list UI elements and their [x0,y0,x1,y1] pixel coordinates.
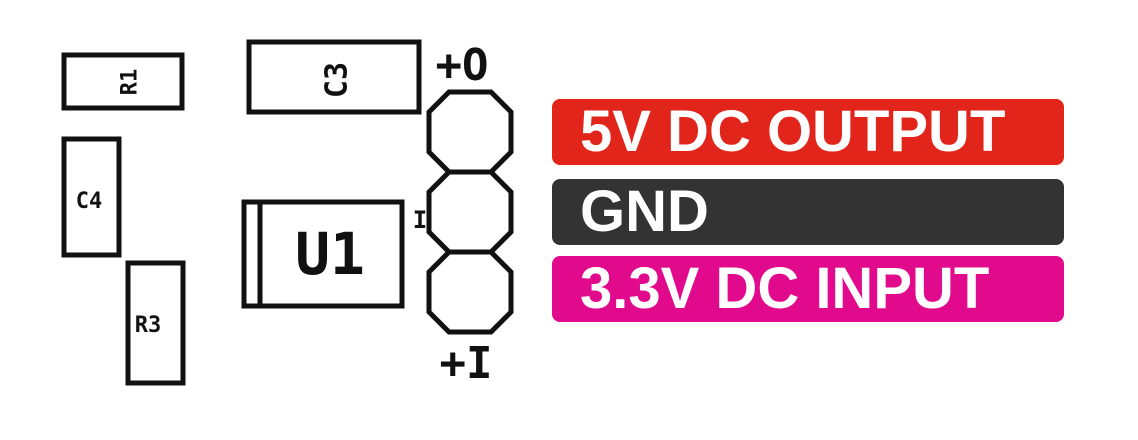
r3-footprint: R3 [125,260,186,386]
c3-label: C3 [320,62,355,98]
input-pin-label: 3.3V DC INPUT [552,256,1064,322]
r1-label: R1 [118,69,143,96]
c4-footprint: C4 [61,136,122,258]
r1-footprint: R1 [61,52,185,111]
input-pin-marker: +I [440,338,493,389]
pin1-marker: I [413,206,427,234]
gnd-pin-label: GND [552,179,1064,245]
pad-output [426,89,514,175]
output-pin-label: 5V DC OUTPUT [552,99,1064,165]
r3-label: R3 [135,313,162,338]
c4-label: C4 [76,189,103,214]
c3-footprint: C3 [246,39,422,115]
pad-gnd [426,169,514,255]
u1-label: U1 [295,220,365,288]
pad-input [426,249,514,335]
header-pads [426,89,514,335]
output-pin-marker: +O [436,40,489,91]
u1-footprint: U1 [241,199,405,309]
